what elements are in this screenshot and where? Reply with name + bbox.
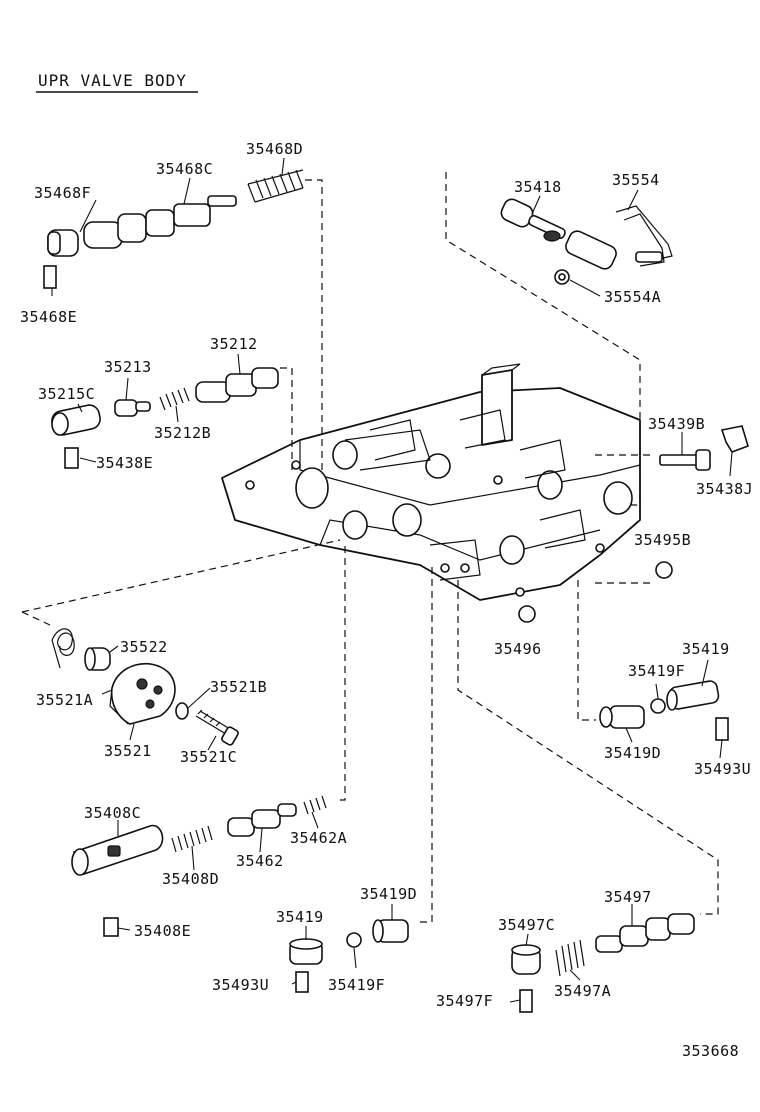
bolt-35521C [195, 709, 239, 746]
alignment-guides [21, 172, 719, 923]
ball-35419F-right [650, 698, 666, 714]
valve-35468C [83, 195, 237, 249]
label-35521B: 35521B [210, 678, 267, 696]
sleeve-35408C [71, 824, 164, 876]
label-35419D-right: 35419D [604, 744, 661, 762]
label-35493U-right: 35493U [694, 760, 751, 778]
label-35408C: 35408C [84, 804, 141, 822]
label-35468C: 35468C [156, 160, 213, 178]
label-35497: 35497 [604, 888, 652, 906]
plug-35419D-bottom [372, 919, 409, 943]
label-35408D: 35408D [162, 870, 219, 888]
label-35468E: 35468E [20, 308, 77, 326]
ball-35495B [655, 561, 673, 579]
rod-35554 [615, 205, 673, 267]
bolt-35439B [659, 449, 711, 471]
key-35438E [64, 447, 79, 469]
cam-35521 [109, 663, 176, 725]
valve-35462 [227, 803, 297, 837]
leader-lines [51, 157, 733, 1003]
key-35408E [103, 917, 119, 937]
label-35438J: 35438J [696, 480, 753, 498]
label-35497C: 35497C [498, 916, 555, 934]
label-35521: 35521 [104, 742, 152, 760]
ball-35419F-bottom [346, 932, 362, 948]
label-35419-bottom: 35419 [276, 908, 324, 926]
spring-35462A [303, 795, 327, 815]
valve-35497 [595, 913, 695, 953]
valve-35212 [195, 367, 279, 403]
label-35521A: 35521A [36, 691, 93, 709]
part-labels: 35468F 35468C 35468D 35468E 35215C 35213… [20, 140, 753, 1060]
key-35493U-right [715, 717, 729, 741]
label-35554: 35554 [612, 171, 660, 189]
label-35419D-bottom: 35419D [360, 885, 417, 903]
label-35408E: 35408E [134, 922, 191, 940]
label-35493U-bottom: 35493U [212, 976, 269, 994]
label-35212B: 35212B [154, 424, 211, 442]
valve-35468F [47, 229, 79, 257]
plug-35419-right [666, 680, 720, 711]
label-35522: 35522 [120, 638, 168, 656]
label-35468D: 35468D [246, 140, 303, 158]
label-35418: 35418 [514, 178, 562, 196]
spring-35212B [159, 387, 190, 411]
label-35521C: 35521C [180, 748, 237, 766]
diagram-id: 353668 [682, 1042, 739, 1060]
label-35213: 35213 [104, 358, 152, 376]
plug-35419D-right [599, 705, 645, 729]
ball-35496 [518, 605, 536, 623]
plug-35213 [114, 399, 151, 417]
sleeve-35215C [51, 404, 101, 436]
label-35462: 35462 [236, 852, 284, 870]
label-35212: 35212 [210, 335, 258, 353]
label-35468F: 35468F [34, 184, 91, 202]
washer-35521B [175, 702, 189, 720]
spring-35497A [555, 939, 585, 977]
label-35497A: 35497A [554, 982, 611, 1000]
valve-35418 [500, 198, 617, 270]
spring-35521A [51, 628, 75, 669]
key-35493U-bottom [295, 971, 309, 993]
clip-35438J [720, 425, 749, 453]
pin-35522 [84, 647, 111, 671]
label-35496: 35496 [494, 640, 542, 658]
upper-valve-body [221, 363, 641, 601]
label-35419-right: 35419 [682, 640, 730, 658]
label-35215C: 35215C [38, 385, 95, 403]
diagram-title: UPR VALVE BODY [38, 71, 187, 90]
label-35462A: 35462A [290, 829, 347, 847]
plug-35497C [511, 944, 541, 975]
clip-35554A [554, 269, 570, 285]
plug-35419-bottom [289, 938, 323, 965]
label-35495B: 35495B [634, 531, 691, 549]
label-35554A: 35554A [604, 288, 661, 306]
label-35419F-bottom: 35419F [328, 976, 385, 994]
label-35497F: 35497F [436, 992, 493, 1010]
spring-35468D [247, 169, 304, 203]
label-35439B: 35439B [648, 415, 705, 433]
spring-35408D [171, 825, 213, 853]
label-35419F-right: 35419F [628, 662, 685, 680]
key-35497F [519, 989, 533, 1013]
label-35438E: 35438E [96, 454, 153, 472]
key-35468E [43, 265, 57, 289]
